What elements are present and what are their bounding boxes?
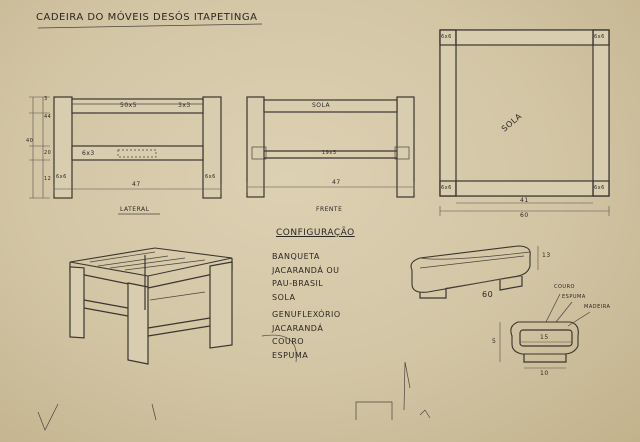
planta-corner-bl [439,180,457,197]
spec-line: JACARANDÁ OU [272,265,340,275]
section-inner-label: 15 [540,334,549,341]
planta-outline [439,29,610,197]
planta-inner-width-label: 41 [520,197,529,204]
sketch-leg-front-right [127,282,149,365]
frente-seat-label: SOLA [312,102,331,109]
section-side-label: 5 [492,338,497,345]
callout-espuma: ESPUMA [562,294,586,300]
spec-line: COURO [272,337,305,346]
planta-corner-br [592,180,610,197]
cushion-base [419,276,523,299]
spec-line: JACARANDÁ [272,323,324,333]
section-bottom-label: 10 [540,370,549,377]
cushion-height-label: 13 [542,252,551,259]
lateral-tenon [117,149,157,158]
planta-rail-right [592,29,610,197]
lateral-leg-left [53,96,73,199]
spec-line: GENUFLEXÓRIO [272,310,341,319]
section-outline [510,321,579,355]
planta-rail-bottom [455,180,594,197]
frente-joint-right [394,146,410,160]
lateral-view [29,96,222,215]
planta-rail-left [439,29,457,197]
section-foam [519,329,573,347]
section-base [523,354,567,363]
lateral-height-label-3: 20 [44,150,52,156]
planta-corner-label-tr: 6x6 [594,34,605,40]
planta-corner-label-bl: 6x6 [441,185,452,191]
specs-heading: CONFIGURAÇÃO [276,228,355,238]
frente-joint-left [251,146,267,160]
callout-madeira: MADEIRA [584,304,611,310]
frente-view-label: FRENTE [316,206,343,213]
sketch-leg-back-right [209,261,233,349]
bottom-scribbles [37,334,431,431]
planta-view [439,29,610,216]
lateral-leg-right [202,96,222,199]
specs-list: BANQUETA JACARANDÁ OU PAU-BRASIL SOLA GENUFL… [272,250,341,362]
cushion-sketch [410,245,591,369]
lateral-view-label: LATERAL [120,206,150,213]
lateral-width-label: 47 [132,181,141,188]
spec-line: SOLA [272,292,296,302]
callout-couro: COURO [554,284,575,290]
planta-corner-tr [592,29,610,46]
lateral-leg-left-label: 6x6 [56,174,67,180]
lateral-height-label-4: 12 [44,176,52,182]
drawing-title: CADEIRA DO MÓVEIS DESÓS ITAPETINGA [36,12,258,23]
frente-seat [263,99,398,113]
spec-line: ESPUMA [272,350,309,360]
cushion-length-dim [445,275,523,289]
lateral-lower-rail [71,145,204,161]
perspective-sketch [69,247,233,365]
frente-view [246,96,415,198]
planta-corner-label-tl: 6x6 [441,34,452,40]
sketch-stretcher-left [83,299,129,317]
planta-corner-tl [439,29,457,46]
cushion-length-label: 60 [482,290,494,299]
frente-rail-label: 19x3 [322,150,337,156]
lateral-height-label-2: 40 [26,138,34,144]
planta-outer-width-label: 60 [520,212,529,219]
spec-line: PAU-BRASIL [272,279,324,288]
lateral-seat-rail [71,98,204,114]
sketch-seat-top [69,247,233,277]
sketch-seat-weave [89,251,206,271]
lateral-height-label-1: 44 [44,114,52,120]
section-callout-leaders [545,293,591,327]
spec-line: BANQUETA [272,252,320,261]
lateral-height-label-0: 3 [44,96,48,102]
planta-rail-top [455,29,594,46]
cushion-body [410,245,531,293]
planta-corner-label-br: 6x6 [594,185,605,191]
lateral-seat-label: 50x5 [120,102,138,109]
frente-width-label: 47 [332,179,341,186]
lateral-top-right-label: 3x3 [178,102,191,109]
sketch-leg-front-left [69,266,85,339]
sketch-stretcher-front [147,317,211,337]
lateral-rail-label: 6x3 [82,150,95,157]
title-underline [37,23,263,29]
lateral-leg-right-label: 6x6 [205,174,216,180]
